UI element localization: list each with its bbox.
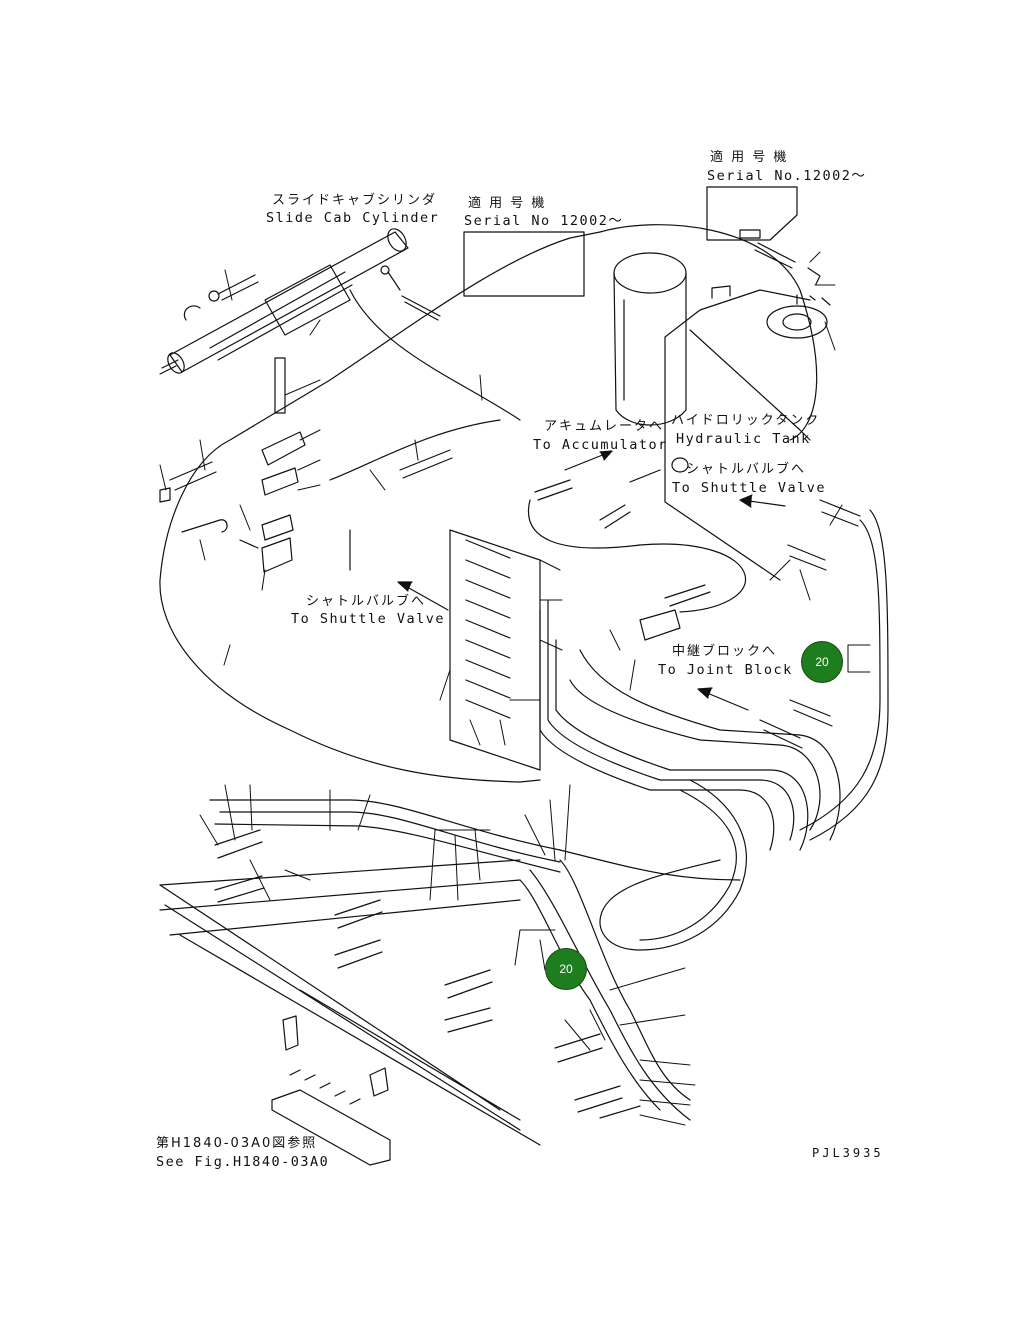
valve-block-left: [159, 357, 453, 573]
shuttle-left-en-label: To Shuttle Valve: [291, 611, 446, 627]
manifold-block: [271, 1015, 391, 1166]
serial-box-left: [463, 231, 585, 297]
right-top-fittings: [739, 229, 831, 306]
accumulator-jp-label: アキュムレータへ: [544, 419, 665, 434]
drawing-code: PJL3935: [812, 1146, 884, 1160]
hydraulic-tank-en-label: Hydraulic Tank: [676, 431, 811, 447]
joint-block-jp-label: 中継ブロックへ: [672, 644, 778, 659]
serial-left-jp-label: 適 用 号 機: [468, 196, 547, 211]
arrows: [397, 450, 786, 711]
hydraulic-tank-jp-label: ハイドロリックタンク: [671, 413, 821, 428]
cab-cylinder-cable: [329, 289, 521, 481]
lower-fittings: [214, 499, 861, 1119]
serial-right-en-label: Serial No.12002～: [707, 168, 867, 184]
accumulator-hoses: [527, 457, 747, 641]
shuttle-right-en-label: To Shuttle Valve: [672, 480, 827, 496]
loop-hose: [159, 224, 818, 783]
callout-number: 20: [815, 655, 829, 669]
shuttle-left-jp-label: シャトルバルブへ: [306, 594, 427, 609]
leader-lines: [159, 251, 871, 1126]
joint-block-en-label: To Joint Block: [658, 662, 793, 678]
accumulator-en-label: To Accumulator: [533, 437, 668, 453]
hydraulic-tank: [613, 252, 828, 581]
connector-bank: [449, 529, 541, 771]
shuttle-right-jp-label: シャトルバルブへ: [686, 462, 807, 477]
callout-marker-20-center[interactable]: 20: [545, 948, 587, 990]
serial-box-right: [706, 186, 798, 241]
serial-right-jp-label: 適 用 号 機: [710, 150, 789, 165]
slide-cab-jp-label: スライドキャブシリンダ: [272, 193, 438, 208]
callout-marker-20-right[interactable]: 20: [801, 641, 843, 683]
serial-left-en-label: Serial No 12002～: [464, 213, 624, 229]
slide-cab-en-label: Slide Cab Cylinder: [266, 210, 440, 226]
callout-number: 20: [559, 962, 573, 976]
slide-cab-cylinder: [159, 228, 441, 375]
see-fig-en-label: See Fig.H1840-03A0: [156, 1154, 330, 1170]
pipe-bundle: [159, 509, 889, 1146]
see-fig-jp-label: 第H1840-03A0図参照: [156, 1136, 318, 1151]
